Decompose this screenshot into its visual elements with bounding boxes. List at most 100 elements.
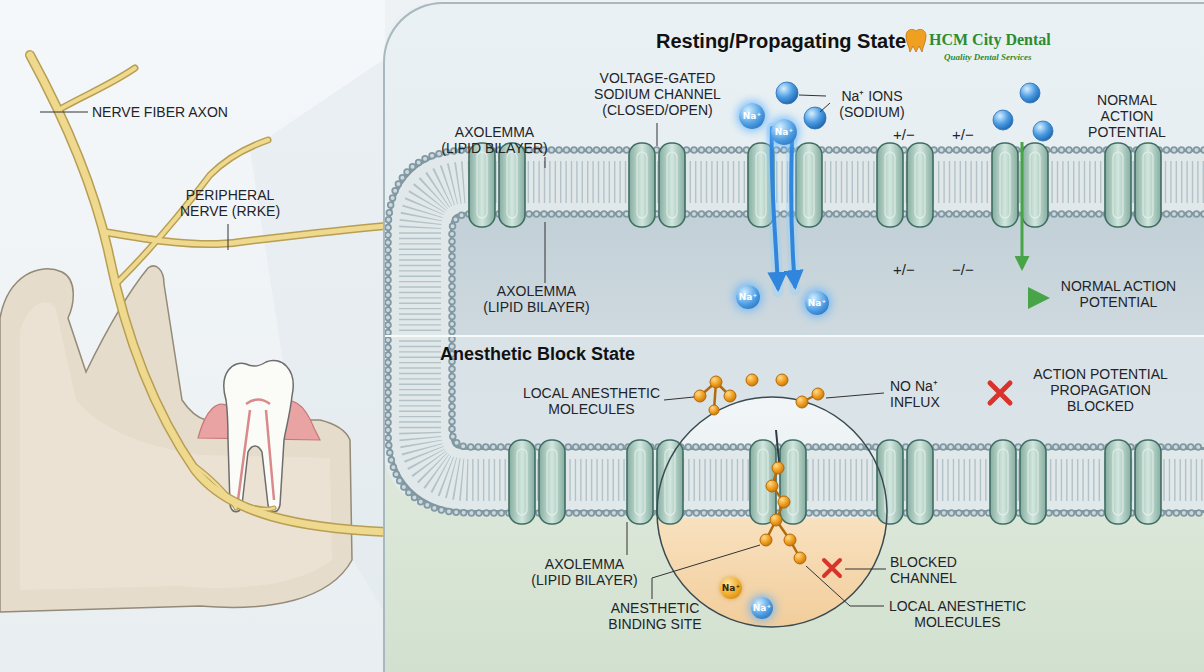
channel-subunit bbox=[1135, 143, 1161, 227]
channel-subunit bbox=[877, 440, 903, 524]
molecule-atom bbox=[766, 480, 778, 492]
logo-tooth bbox=[906, 29, 926, 52]
molecule-atom bbox=[709, 405, 719, 415]
sodium-influx-arrows bbox=[772, 128, 795, 292]
propagation-arrow-head bbox=[1028, 287, 1050, 309]
channel-subunit bbox=[659, 143, 685, 227]
molecule-atom bbox=[770, 514, 782, 526]
ion-label: Na⁺ bbox=[739, 293, 757, 302]
molecule-bonds bbox=[700, 382, 818, 558]
part-label: NO Na⁺ INFLUX bbox=[890, 378, 950, 410]
part-label: LOCAL ANESTHETIC MOLECULES bbox=[885, 598, 1030, 630]
sodium-ion: Na⁺ bbox=[805, 291, 829, 315]
ion-label: Na⁺ bbox=[808, 299, 826, 308]
channel-subunit bbox=[627, 440, 653, 524]
charge-sign: +/− bbox=[893, 126, 933, 144]
watermark: Quality Dental Services bbox=[944, 51, 1094, 63]
leader-line bbox=[845, 569, 886, 570]
panel-title: Resting/Propagating State bbox=[656, 30, 906, 53]
zoom-circle bbox=[657, 397, 887, 627]
nerve-outline bbox=[30, 55, 386, 532]
sodium-channels-bottom bbox=[509, 440, 1161, 524]
part-label: NERVE FIBER AXON bbox=[92, 104, 252, 120]
nerve-outline bbox=[104, 226, 386, 244]
part-label: BLOCKED CHANNEL bbox=[890, 554, 965, 586]
molecule-atom bbox=[796, 396, 808, 408]
channel-subunit bbox=[907, 143, 933, 227]
leader-line bbox=[652, 545, 760, 599]
influx-arrow bbox=[791, 140, 795, 286]
leader-line bbox=[820, 103, 830, 112]
leader-lines bbox=[40, 95, 886, 606]
leader-line bbox=[627, 522, 628, 555]
panel-fill bbox=[383, 0, 1204, 672]
sodium-ion: Na⁺ bbox=[751, 597, 773, 619]
anesthetic-molecules bbox=[694, 374, 824, 564]
sodium-ion bbox=[1033, 121, 1053, 141]
molecule-atom bbox=[772, 462, 784, 474]
charge-sign: +/− bbox=[952, 126, 992, 144]
part-label: ANESTHETIC BINDING SITE bbox=[605, 600, 705, 632]
arrow-glow bbox=[791, 140, 795, 290]
tooth bbox=[224, 360, 293, 511]
part-label: PERIPHERAL NERVE (RRKE) bbox=[160, 187, 300, 219]
arrow-glow bbox=[772, 128, 778, 292]
block-cross bbox=[824, 560, 840, 576]
molecule-atom bbox=[724, 390, 736, 402]
molecule-atom bbox=[746, 374, 758, 386]
molecule-atom bbox=[694, 390, 706, 402]
nerve-branches bbox=[30, 55, 386, 532]
channel-subunit bbox=[509, 440, 535, 524]
leader-line bbox=[657, 123, 658, 146]
part-label: Na⁺ IONS (SODIUM) bbox=[832, 88, 912, 120]
potential-arrow bbox=[1021, 142, 1024, 268]
sodium-channels-top bbox=[469, 143, 1161, 227]
sodium-ion bbox=[993, 110, 1013, 130]
leader-line bbox=[664, 397, 694, 400]
nerve-outline bbox=[190, 462, 274, 509]
channel-subunit bbox=[539, 440, 565, 524]
molecule-atom bbox=[776, 374, 788, 386]
leader-line bbox=[806, 566, 884, 606]
leader-line bbox=[545, 157, 546, 168]
state-panel: Resting/Propagating StateNa⁺ Na⁺ Na⁺ Na⁺ Ane… bbox=[383, 2, 1204, 672]
part-label: NORMAL ACTION POTENTIAL bbox=[1056, 278, 1181, 310]
section-title: Anesthetic Block State bbox=[440, 344, 635, 365]
nerve-fiber bbox=[62, 68, 135, 108]
leader-line bbox=[826, 393, 884, 398]
channel-subunit bbox=[992, 143, 1018, 227]
channel-subunit bbox=[877, 143, 903, 227]
molecule-atom bbox=[784, 534, 796, 546]
molecule-atom bbox=[710, 376, 722, 388]
part-label: NORMAL ACTION POTENTIAL bbox=[1082, 92, 1172, 140]
left-background bbox=[0, 0, 385, 672]
channel-subunit bbox=[990, 440, 1016, 524]
charge-sign: +/− bbox=[893, 261, 933, 279]
part-label: AXOLEMMA (LIPID BILAYER) bbox=[479, 283, 594, 315]
molecule-atom bbox=[812, 388, 824, 400]
nerve-fiber bbox=[30, 55, 386, 532]
nerve-fiber bbox=[190, 462, 274, 509]
molecule-atom bbox=[794, 552, 806, 564]
sodium-ion: Na⁺ bbox=[736, 285, 760, 309]
sodium-ion bbox=[804, 107, 826, 129]
tooth-pulp bbox=[238, 400, 274, 501]
ion-label: Na⁺ bbox=[722, 584, 740, 593]
molecule-atom bbox=[778, 496, 790, 508]
channel-subunit bbox=[1105, 143, 1131, 227]
leader-line bbox=[228, 224, 229, 250]
part-label: ACTION POTENTIAL PROPAGATION BLOCKED bbox=[1028, 366, 1173, 414]
sodium-ion: Na⁺ bbox=[720, 577, 742, 599]
part-label: LOCAL ANESTHETIC MOLECULES bbox=[519, 385, 664, 417]
propagation-arrow bbox=[850, 295, 1030, 302]
sodium-ion bbox=[1020, 83, 1040, 103]
sodium-ion: Na⁺ bbox=[739, 103, 765, 129]
sodium-ion: Na⁺ bbox=[771, 119, 797, 145]
ion-label: Na⁺ bbox=[753, 604, 771, 613]
blocked-arrow bbox=[962, 390, 988, 396]
part-label: AXOLEMMA (LIPID BILAYER) bbox=[527, 556, 642, 588]
block-cross bbox=[990, 383, 1010, 403]
ion-label: Na⁺ bbox=[743, 112, 761, 121]
channel-subunit bbox=[907, 440, 933, 524]
